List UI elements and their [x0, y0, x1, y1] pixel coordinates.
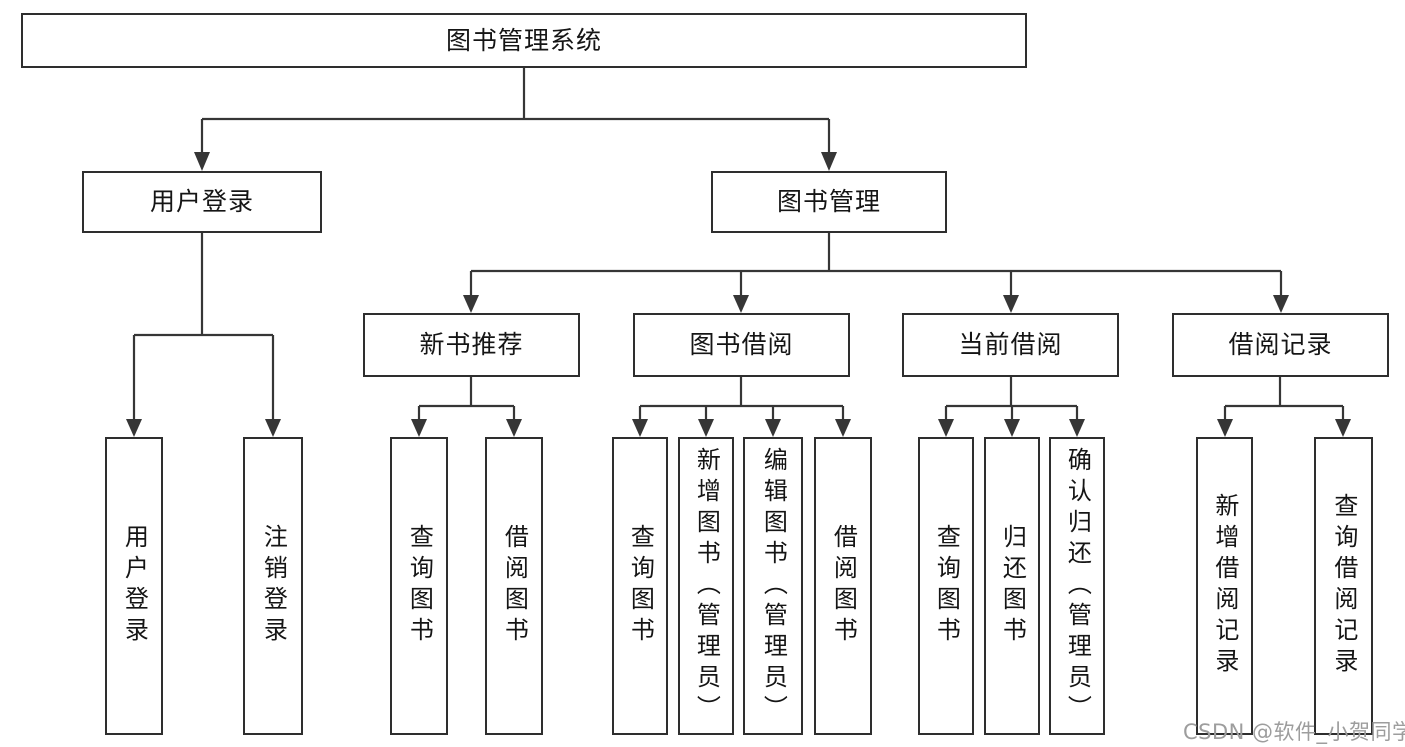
arrowhead-current-borrow	[1003, 295, 1019, 313]
arrowhead-leaf	[1217, 419, 1233, 437]
arrowhead-leaf	[765, 419, 781, 437]
arrowhead-leaf	[265, 419, 281, 437]
arrowhead-leaf	[938, 419, 954, 437]
leaf-add-books-admin: 新增图书（管理员）	[678, 437, 734, 735]
leaf-query-books-2: 查询图书	[612, 437, 668, 735]
leaf-query-books-3: 查询图书	[918, 437, 974, 735]
connector-current-borrow-children	[938, 377, 1085, 437]
leaf-borrow-books-2: 借阅图书	[814, 437, 872, 735]
node-new-book-recommend: 新书推荐	[363, 313, 580, 377]
connector-user-login-children	[126, 233, 281, 437]
csdn-watermark: CSDN @软件_小贺同学	[1183, 720, 1405, 744]
arrowhead-leaf	[411, 419, 427, 437]
arrowhead-leaf	[1069, 419, 1085, 437]
arrowhead-leaf	[632, 419, 648, 437]
node-borrow-records: 借阅记录	[1172, 313, 1389, 377]
node-root: 图书管理系统	[21, 13, 1027, 68]
leaf-logout: 注销登录	[243, 437, 303, 735]
node-book-borrow: 图书借阅	[633, 313, 850, 377]
arrowhead-leaf	[835, 419, 851, 437]
node-user-login: 用户登录	[82, 171, 322, 233]
leaf-return-books: 归还图书	[984, 437, 1040, 735]
arrowhead-leaf	[1335, 419, 1351, 437]
connector-book-borrow-children	[632, 377, 851, 437]
arrowhead-leaf	[1004, 419, 1020, 437]
node-current-borrow: 当前借阅	[902, 313, 1119, 377]
arrowhead-leaf	[126, 419, 142, 437]
leaf-add-borrow-record: 新增借阅记录	[1196, 437, 1253, 735]
leaf-query-books-1: 查询图书	[390, 437, 448, 735]
arrowhead-user-login	[194, 152, 210, 171]
leaf-confirm-return-admin: 确认归还（管理员）	[1049, 437, 1105, 735]
connector-root-to-level2	[194, 68, 837, 171]
arrowhead-new-book	[463, 295, 479, 313]
leaf-borrow-books-1: 借阅图书	[485, 437, 543, 735]
connector-new-book-children	[411, 377, 522, 437]
node-book-management: 图书管理	[711, 171, 947, 233]
arrowhead-borrow-records	[1273, 295, 1289, 313]
connector-book-management-children	[463, 233, 1289, 313]
leaf-edit-books-admin: 编辑图书（管理员）	[743, 437, 803, 735]
leaf-query-borrow-record: 查询借阅记录	[1314, 437, 1373, 735]
leaf-user-login: 用户登录	[105, 437, 163, 735]
arrowhead-leaf	[698, 419, 714, 437]
arrowhead-leaf	[506, 419, 522, 437]
arrowhead-book-management	[821, 152, 837, 171]
connector-borrow-records-children	[1217, 377, 1351, 437]
arrowhead-book-borrow	[733, 295, 749, 313]
